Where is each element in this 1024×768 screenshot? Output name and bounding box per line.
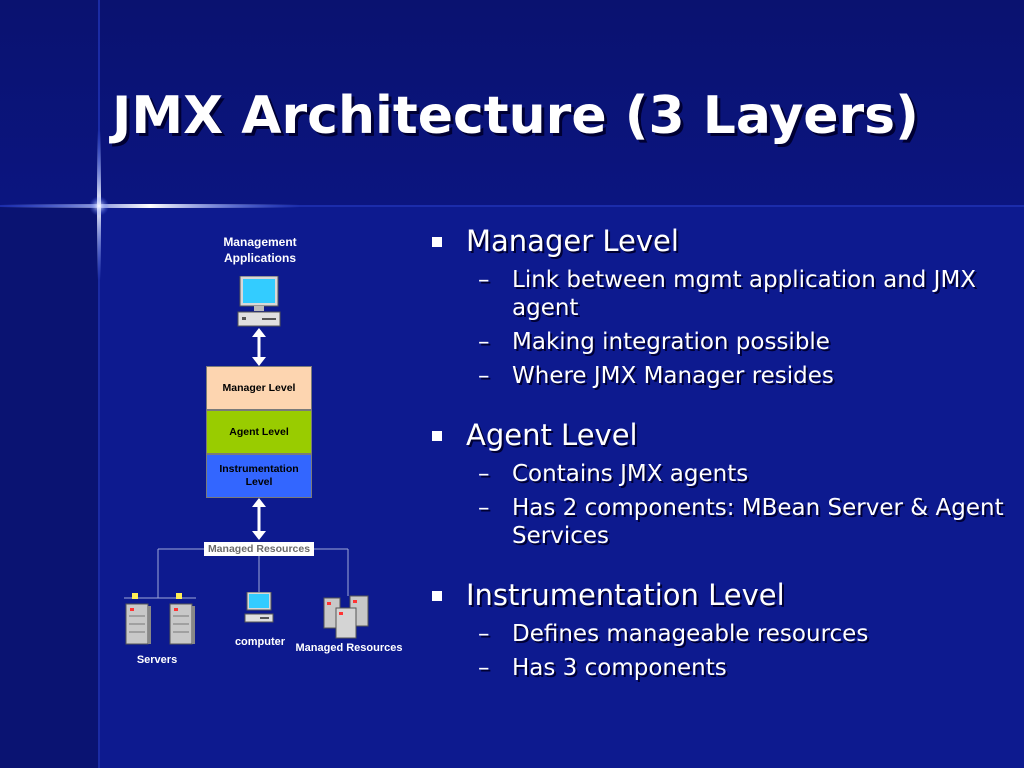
sub-bullet-text: Defines manageable resources (512, 621, 869, 647)
sub-bullet-text: Making integration possible (512, 329, 830, 355)
resource-connection-lines (124, 548, 349, 599)
sub-bullet-text: Has 3 components (512, 655, 727, 681)
instrumentation-level-layer: Instrumentation Level (206, 454, 312, 498)
server-icon (125, 603, 151, 645)
dash-bullet: – (478, 267, 490, 293)
slide-title: JMX Architecture (3 Layers) (112, 86, 919, 146)
dash-bullet: – (478, 363, 490, 389)
sub-bullet: –Where JMX Manager resides (428, 362, 1008, 390)
section-instrumentation-level: Instrumentation Level –Defines manageabl… (428, 576, 1008, 682)
dash-bullet: – (478, 461, 490, 487)
heading-text: Agent Level (466, 418, 638, 452)
heading-text: Instrumentation Level (466, 578, 785, 612)
section-agent-level: Agent Level –Contains JMX agents –Has 2 … (428, 416, 1008, 550)
sub-bullet-text: Contains JMX agents (512, 461, 749, 487)
server-icon (169, 603, 195, 645)
upper-double-arrow-icon (252, 328, 266, 366)
dash-bullet: – (478, 655, 490, 681)
square-bullet-icon (432, 431, 442, 441)
dash-bullet: – (478, 495, 490, 521)
bullet-heading: Agent Level (428, 416, 1008, 454)
sub-bullet: –Has 3 components (428, 654, 1008, 682)
sub-bullet: –Making integration possible (428, 328, 1008, 356)
managed-resources-icon (323, 595, 369, 639)
dash-bullet: – (478, 329, 490, 355)
square-bullet-icon (432, 591, 442, 601)
lower-double-arrow-icon (252, 498, 266, 540)
sub-bullet-text: Link between mgmt application and JMX ag… (512, 267, 977, 321)
jmx-architecture-diagram: Management Applications Manager Level Ag… (118, 232, 418, 682)
bullet-list: Manager Level –Link between mgmt applica… (428, 222, 1008, 708)
sub-bullet: –Has 2 components: MBean Server & Agent … (428, 494, 1008, 550)
managed-resources-box: Managed Resources (204, 542, 314, 556)
section-manager-level: Manager Level –Link between mgmt applica… (428, 222, 1008, 390)
computer-icon (244, 592, 274, 623)
management-computer-icon (237, 276, 281, 327)
dash-bullet: – (478, 621, 490, 647)
heading-text: Manager Level (466, 224, 679, 258)
sub-bullet: –Defines manageable resources (428, 620, 1008, 648)
management-applications-label: Management Applications (223, 235, 297, 265)
agent-level-layer: Agent Level (206, 410, 312, 454)
servers-label: Servers (136, 654, 178, 666)
square-bullet-icon (432, 237, 442, 247)
sub-bullet-text: Has 2 components: MBean Server & Agent S… (512, 495, 1004, 549)
bullet-heading: Instrumentation Level (428, 576, 1008, 614)
bullet-heading: Manager Level (428, 222, 1008, 260)
manager-level-layer: Manager Level (206, 366, 312, 410)
managed-resources-label: Managed Resources (295, 642, 403, 654)
sub-bullet: –Link between mgmt application and JMX a… (428, 266, 1008, 322)
sub-bullet: –Contains JMX agents (428, 460, 1008, 488)
sub-bullet-text: Where JMX Manager resides (512, 363, 834, 389)
computer-label: computer (234, 636, 286, 648)
